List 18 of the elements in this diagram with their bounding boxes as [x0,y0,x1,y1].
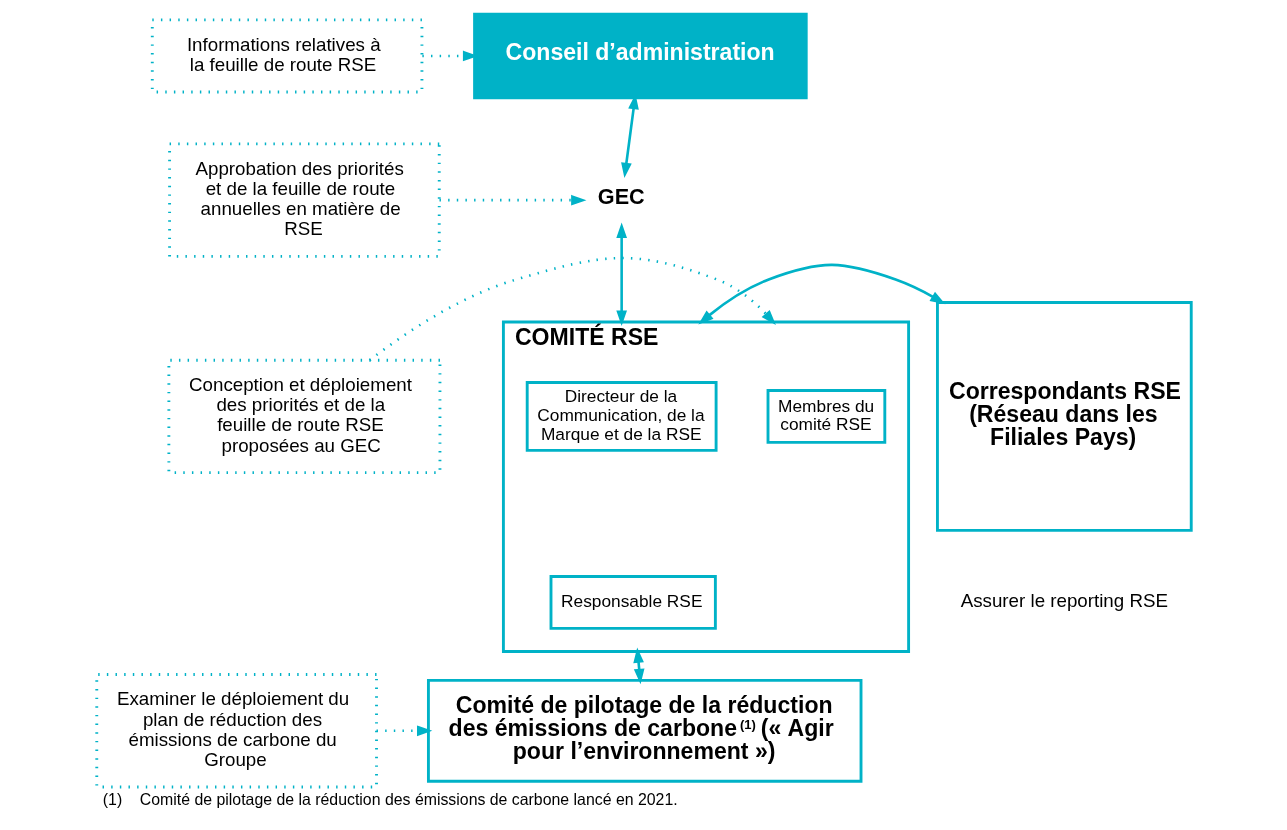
node-box: Conception et déploiement des priorités et de la feuille de route RSE proposées au GEC [166,358,441,475]
node-box: Responsable RSE [549,575,717,630]
node-box: Directeur de la Communication, de la Marque et de la RSE [525,381,718,452]
arrow [376,725,432,737]
node-box: Comité de pilotage de la réduction des émissions de carbone$^{(1)}$ (« Agir pour l’environnement ») [426,678,862,783]
node-box: Membres du comité RSE [766,389,886,444]
node-box: Correspondants RSE (Réseau dans les Filiales Pays) [935,301,1193,532]
node-label: Assurer le reporting RSE [960,590,1168,612]
caption: (1) Comité de pilotage de la réduction des émissions de carbone lancé en 2021. [102,791,678,809]
node-box: Approbation des priorités et de la feuille de route annuelles en matière de RSE [167,142,441,258]
node-box: Examiner le déploiement du plan de réduction des émissions de carbone du Groupe [94,673,378,789]
arrow [615,222,627,326]
arrow [439,194,586,206]
arrow [368,256,776,362]
arrow [697,263,945,325]
node-text: GEC [597,183,645,209]
node-box: Informations relatives à la feuille de route RSE [150,18,423,94]
node-box: Conseil d’administration [472,12,808,100]
